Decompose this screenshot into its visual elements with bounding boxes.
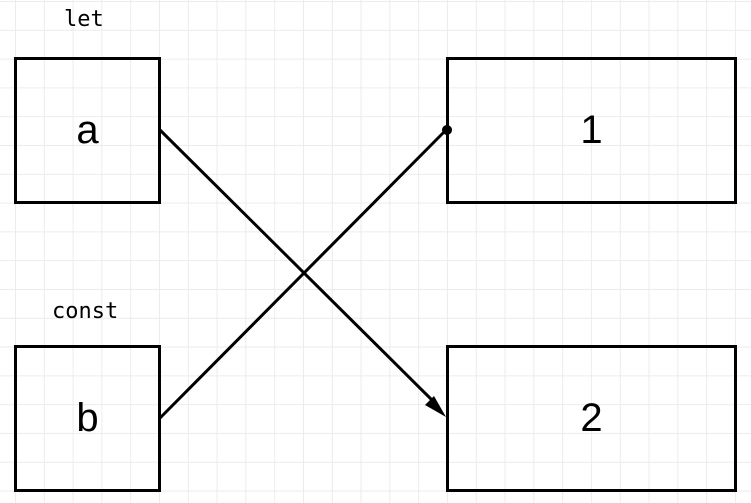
value-2-text: 2 [580,396,603,440]
const-keyword-label: const [52,299,119,324]
value-box-1: 1 [446,57,737,204]
variable-box-a: a [14,57,161,204]
let-keyword-label: let [64,7,104,32]
arrowhead-icon [425,396,446,417]
variable-b-text: b [76,396,99,440]
line-b-to-1 [158,128,448,420]
value-box-2: 2 [446,345,737,492]
variable-box-b: b [14,345,161,492]
arrow-a-to-2 [158,128,440,408]
value-1-text: 1 [580,108,603,152]
variable-a-text: a [76,108,99,152]
